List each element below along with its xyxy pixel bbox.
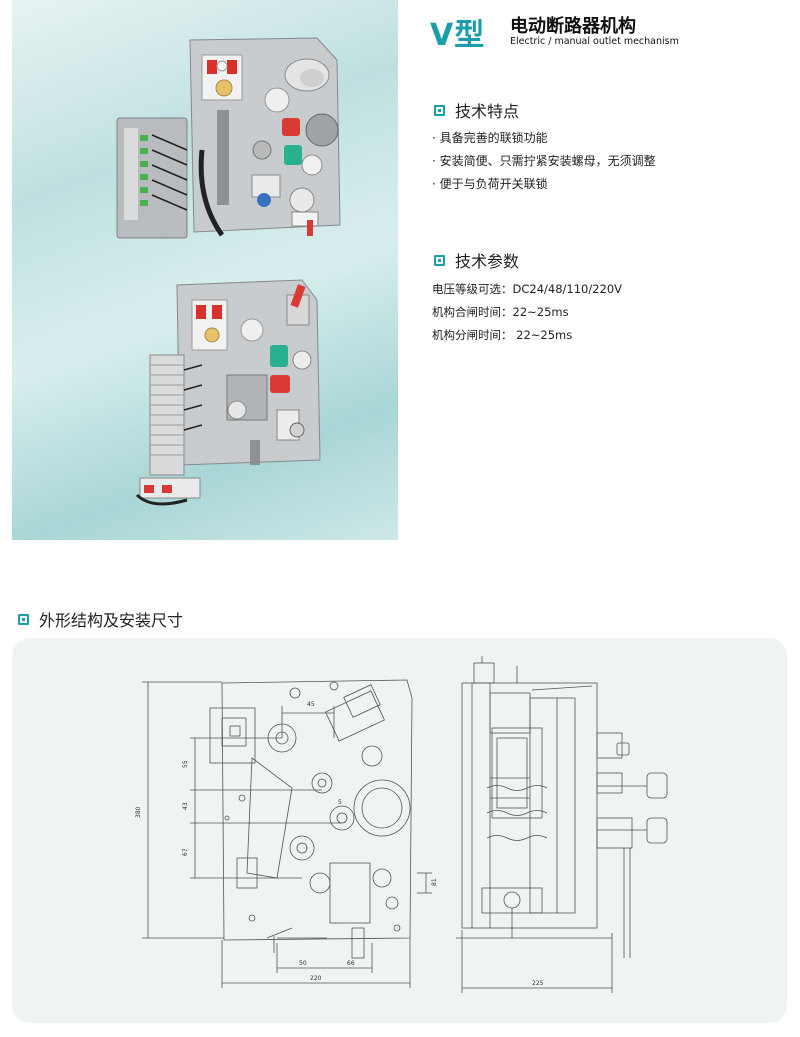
mechanism-photo-illustration	[116, 37, 341, 506]
section-marker-icon	[434, 104, 445, 116]
list-item: 电压等级可选：DC24/48/110/220V	[432, 282, 623, 296]
list-item: 机构合闸时间：22~25ms	[432, 305, 569, 319]
dim-left-67: 67	[182, 848, 189, 856]
dim-left-43: 43	[182, 802, 189, 810]
dim-bottom-66: 66	[347, 960, 355, 967]
dimension-drawing: 45 55 43 67 380 5 81 50 66 220 225	[135, 656, 668, 993]
dim-height-380: 380	[135, 806, 142, 818]
drawing-heading-text: 外形结构及安装尺寸	[39, 611, 184, 630]
parameters-heading-text: 技术参数	[455, 252, 520, 271]
features-heading-text: 技术特点	[455, 102, 520, 121]
page-subtitle: Electric / manual outlet mechanism	[510, 36, 679, 47]
section-marker-icon	[434, 254, 445, 266]
dim-small-5: 5	[338, 799, 342, 806]
parameters-list: 电压等级可选：DC24/48/110/220V 机构合闸时间：22~25ms 机…	[432, 278, 622, 347]
list-item: 具备完善的联锁功能	[432, 127, 656, 150]
features-heading: 技术特点	[434, 98, 519, 122]
model-mark: V型	[430, 18, 486, 53]
dim-right-81: 81	[431, 878, 438, 886]
dim-left-55: 55	[182, 760, 189, 768]
list-item: 便于与负荷开关联锁	[432, 173, 656, 196]
page-title: 电动断路器机构	[510, 16, 636, 37]
dim-bottom-50: 50	[299, 960, 307, 967]
parameters-heading: 技术参数	[434, 248, 519, 272]
section-marker-icon	[18, 613, 29, 625]
list-item: 安装简便、只需拧紧安装螺母，无须调整	[432, 150, 656, 173]
dim-width-220: 220	[310, 975, 322, 982]
drawing-heading: 外形结构及安装尺寸	[18, 607, 183, 631]
product-photo-panel	[12, 0, 398, 540]
list-item: 机构分闸时间： 22~25ms	[432, 328, 573, 342]
features-list: 具备完善的联锁功能 安装简便、只需拧紧安装螺母，无须调整 便于与负荷开关联锁	[432, 127, 656, 196]
dim-side-225: 225	[532, 980, 544, 987]
dimension-drawing-panel: 45 55 43 67 380 5 81 50 66 220 225	[12, 638, 787, 1023]
dim-top-45: 45	[307, 701, 315, 708]
